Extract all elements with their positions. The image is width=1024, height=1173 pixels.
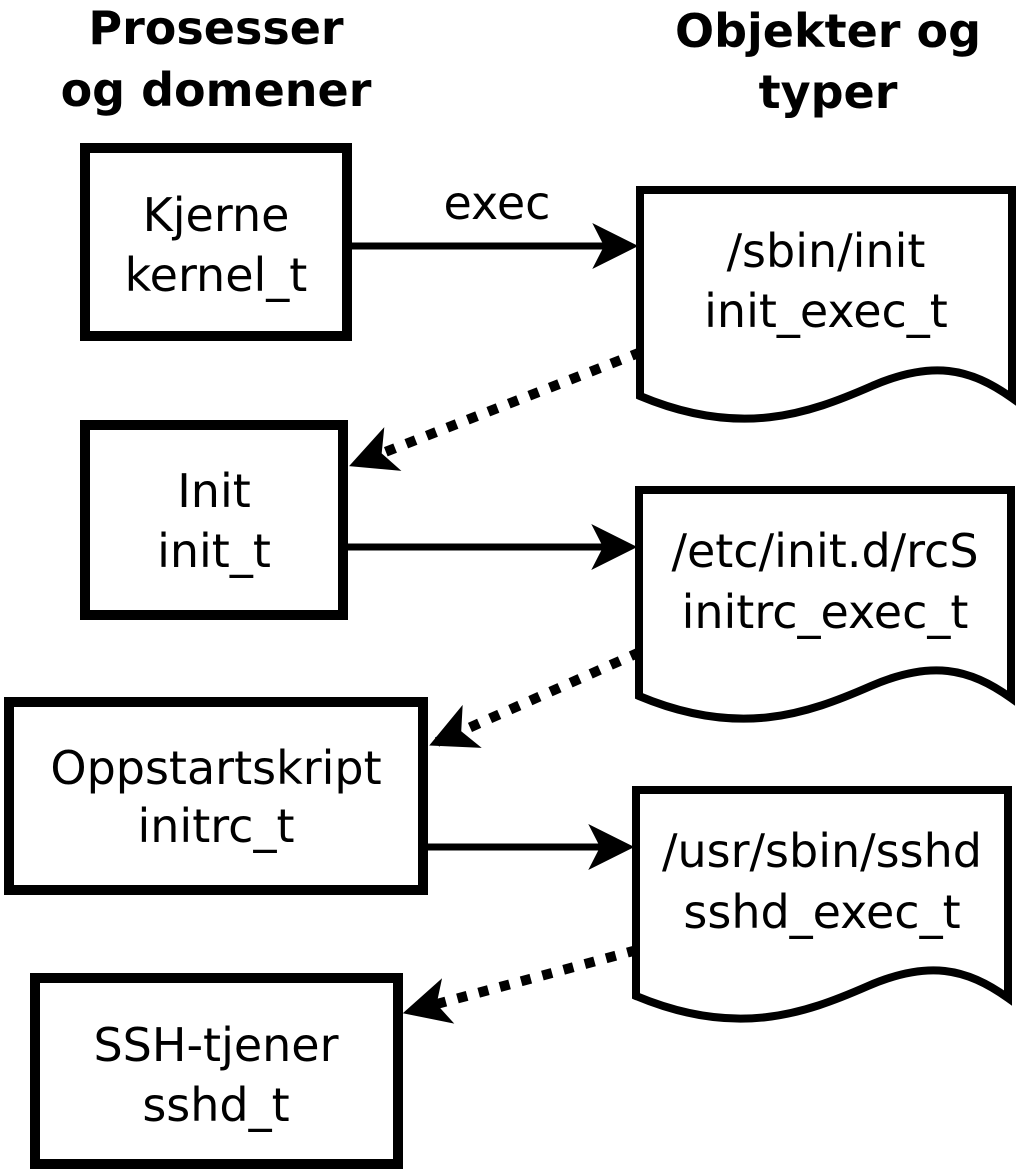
process-box-initrc: [4, 697, 428, 895]
process-label-sshd: SSH-tjener: [93, 1018, 338, 1072]
column-title-objects-line1: Objekter og: [675, 4, 981, 58]
object-label-usr-sbin-sshd: /usr/sbin/sshd: [662, 824, 982, 878]
process-type-kernel: kernel_t: [125, 248, 308, 302]
process-label-initrc: Oppstartskript: [50, 741, 381, 795]
process-node-kernel: Kjerne kernel_t: [80, 143, 352, 341]
object-node-sbin-init: /sbin/init init_exec_t: [636, 186, 1016, 423]
object-doc-sbin-init: [636, 186, 1016, 423]
process-type-sshd: sshd_t: [142, 1078, 289, 1132]
transition-edge-init-exec-to-init-t: [349, 347, 643, 471]
process-type-initrc: initrc_t: [138, 799, 295, 853]
column-title-objects: Objekter og typer: [675, 4, 981, 119]
transition-edge-sshd-exec-to-sshd-t: [402, 945, 639, 1024]
process-node-initrc: Oppstartskript initrc_t: [4, 697, 428, 895]
process-node-init: Init init_t: [80, 420, 348, 620]
column-title-processes: Prosesser og domener: [61, 1, 372, 117]
column-title-processes-line2: og domener: [61, 63, 372, 117]
object-label-rcS: /etc/init.d/rcS: [671, 524, 978, 578]
edges-transition: [349, 347, 643, 1024]
object-type-usr-sbin-sshd: sshd_exec_t: [683, 885, 960, 939]
transition-edge-initrc-exec-to-initrc-t: [429, 647, 643, 748]
process-box-init: [80, 420, 348, 620]
process-node-sshd: SSH-tjener sshd_t: [30, 973, 403, 1169]
column-title-processes-line1: Prosesser: [88, 1, 344, 55]
exec-edge-label: exec: [444, 176, 551, 230]
process-label-kernel: Kjerne: [143, 188, 290, 242]
column-title-objects-line2: typer: [759, 65, 898, 119]
object-doc-usr-sbin-sshd: [632, 786, 1012, 1023]
process-box-sshd: [30, 973, 403, 1169]
object-doc-rcS: [635, 486, 1015, 723]
object-label-sbin-init: /sbin/init: [727, 224, 926, 278]
process-box-kernel: [80, 143, 352, 341]
object-node-usr-sbin-sshd: /usr/sbin/sshd sshd_exec_t: [632, 786, 1012, 1023]
object-node-rcS: /etc/init.d/rcS initrc_exec_t: [635, 486, 1015, 723]
object-type-rcS: initrc_exec_t: [682, 585, 969, 639]
edges-exec: exec: [347, 176, 639, 871]
object-type-sbin-init: init_exec_t: [704, 284, 948, 338]
process-label-init: Init: [177, 464, 251, 518]
process-type-init: init_t: [157, 524, 271, 578]
